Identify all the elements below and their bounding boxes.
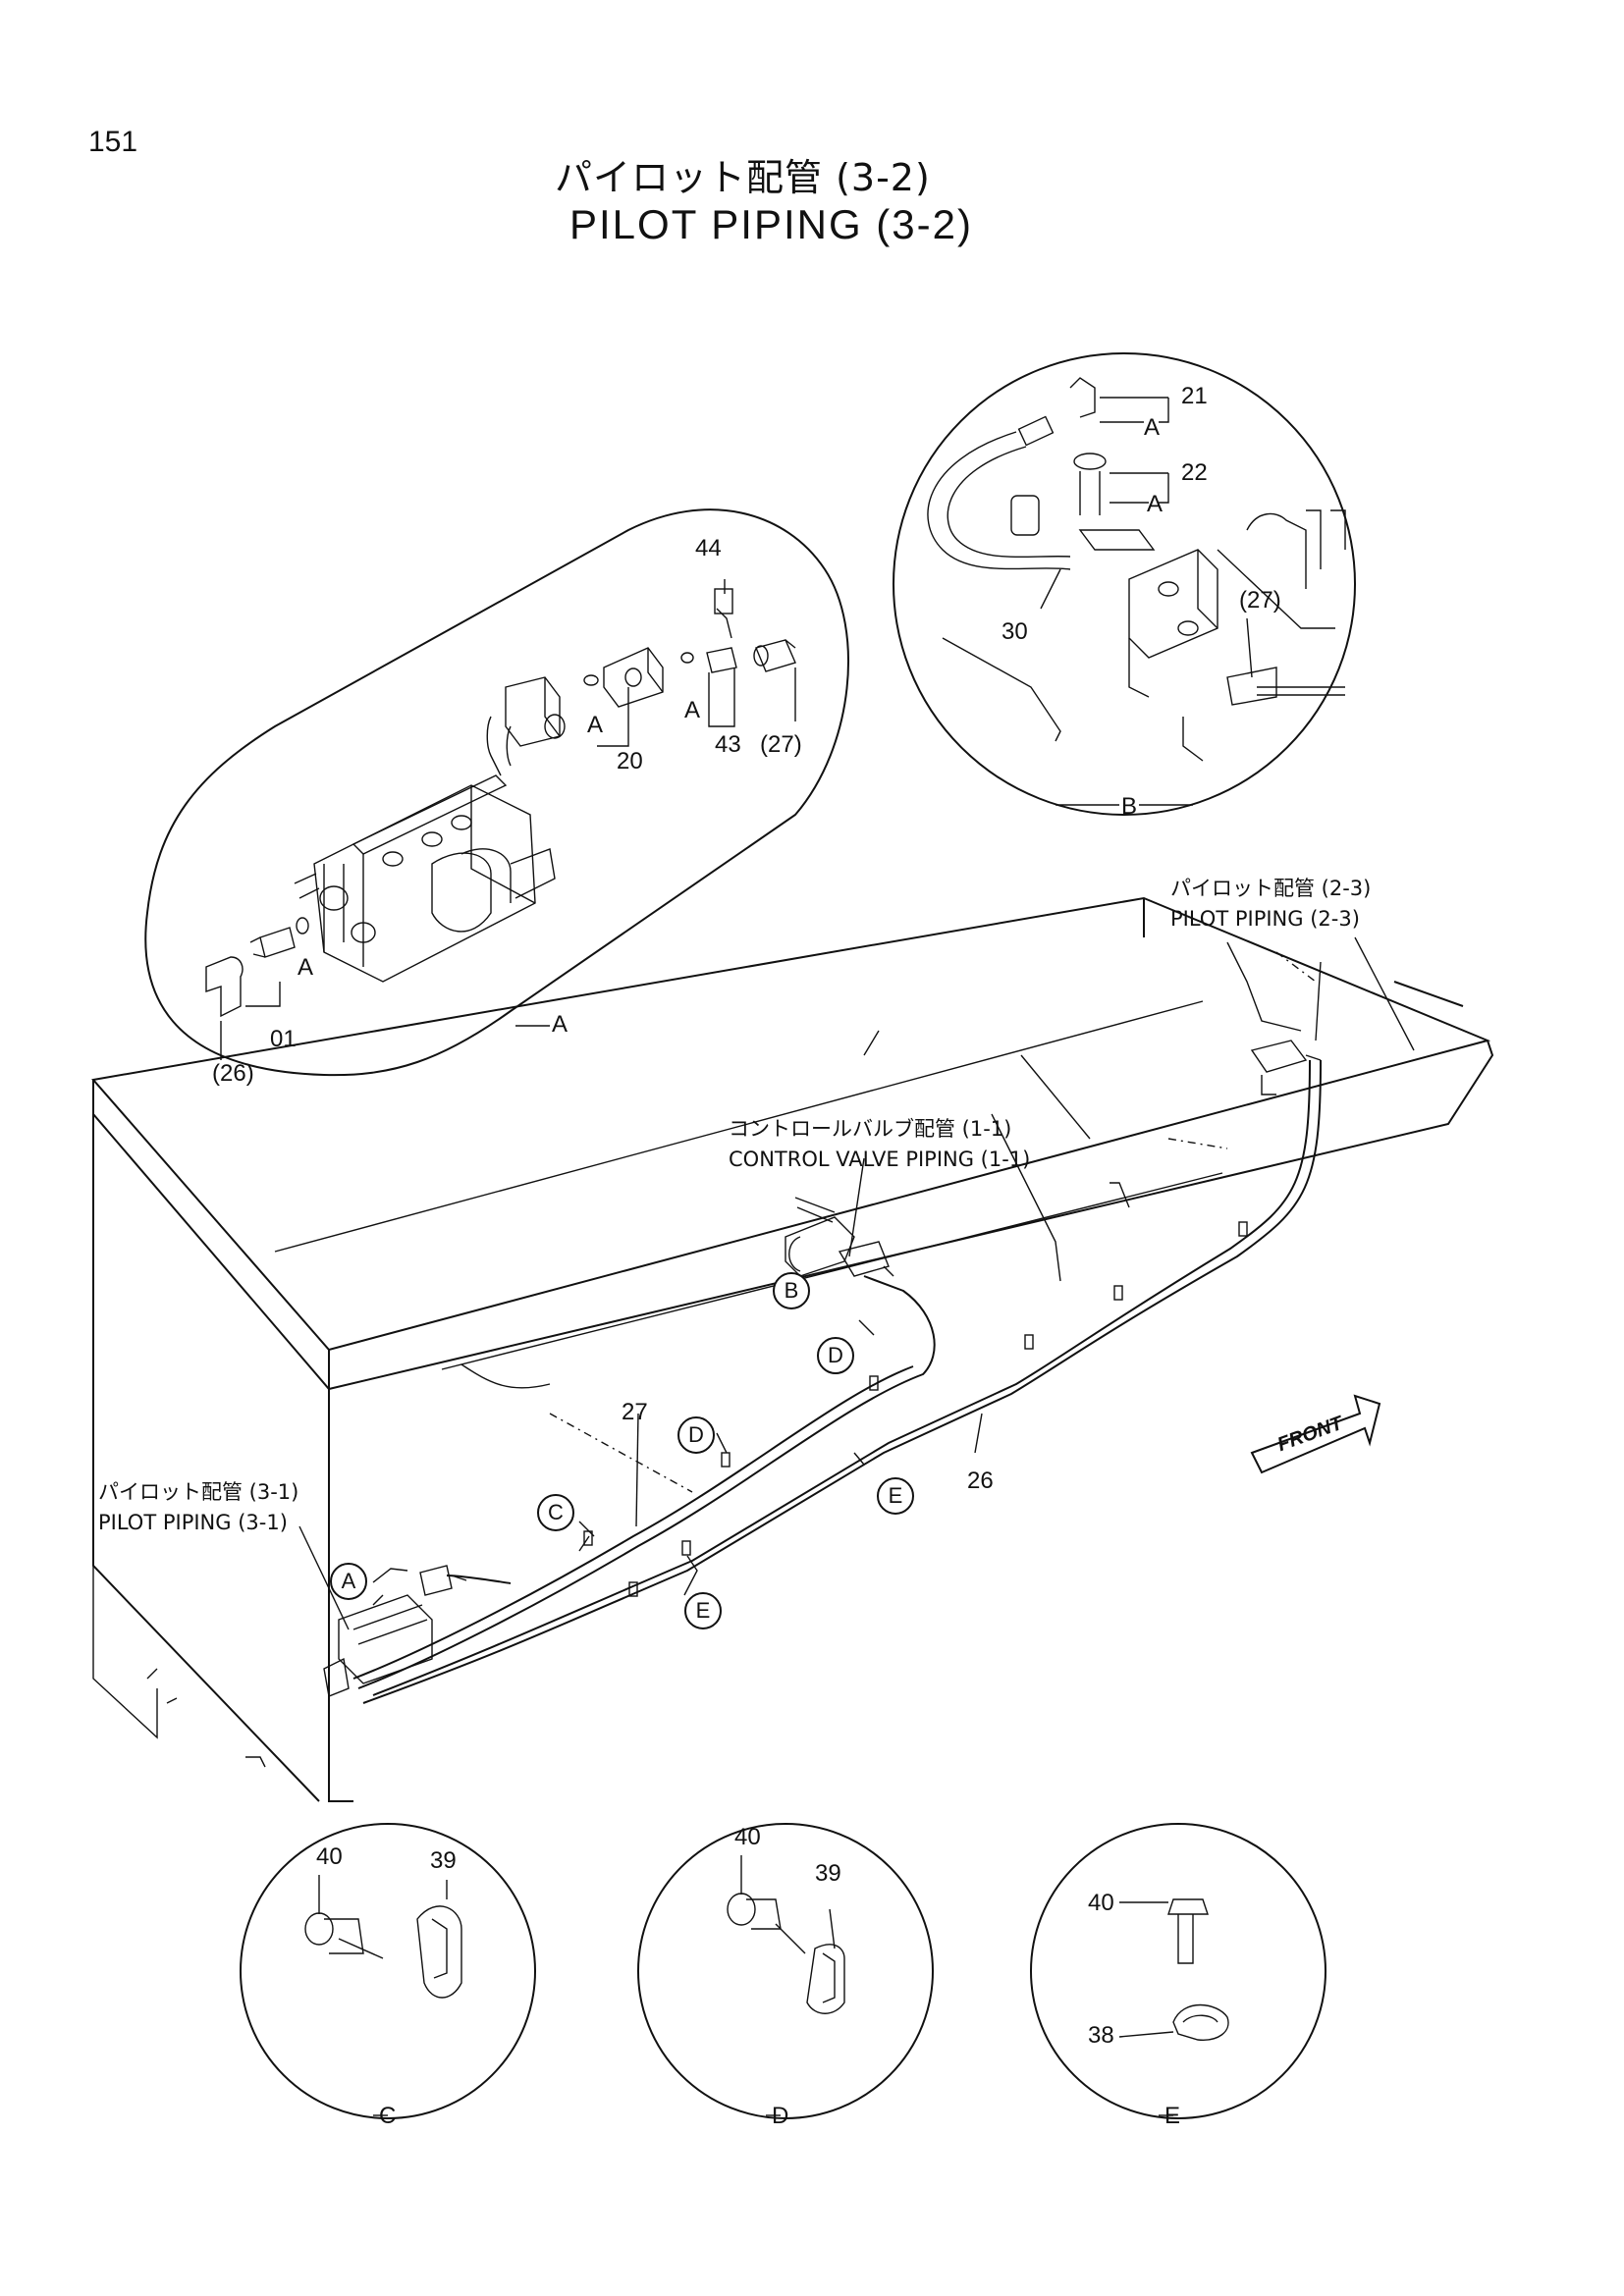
ref-pilot-3-1-jp: パイロット配管 (3-1) (98, 1480, 299, 1504)
callout-d-2: D (677, 1416, 715, 1454)
detail-d-part-40: 40 (734, 1824, 761, 1850)
pilot-piping-27 (352, 1275, 936, 1689)
pilot-piping-26 (362, 1059, 1322, 1704)
callout-b: B (773, 1272, 810, 1309)
ref-pilot-3-1-en: PILOT PIPING (3-1) (98, 1511, 288, 1534)
detail-c-parts (304, 1875, 462, 2116)
ref-pilot-2-3-jp: パイロット配管 (2-3) (1170, 877, 1372, 900)
seal-mark-a2: A (684, 697, 701, 723)
detail-a-label: A (552, 1011, 568, 1038)
front-arrow (1250, 1394, 1381, 1474)
detail-c-part-40: 40 (316, 1843, 343, 1870)
part-27: 27 (622, 1399, 648, 1425)
detail-a-leaders (220, 579, 796, 1060)
detail-b-label: B (1121, 793, 1138, 820)
title-japanese: パイロット配管 (3-2) (555, 156, 931, 199)
part-01: 01 (270, 1026, 297, 1052)
frame-inner (92, 936, 1415, 1768)
main-leaders (298, 961, 1322, 1630)
part-22: 22 (1181, 459, 1208, 486)
part-27-ref-a: (27) (760, 731, 802, 758)
callout-e-1: E (877, 1477, 914, 1515)
ref-control-valve-en: CONTROL VALVE PIPING (1-1) (729, 1148, 1031, 1171)
page-number: 151 (88, 126, 138, 158)
detail-b-leaders (1040, 397, 1253, 806)
lower-fittings (205, 917, 309, 1018)
callout-a: A (330, 1563, 367, 1600)
seal-mark-b2: A (1147, 491, 1164, 517)
ref-pilot-3-1: パイロット配管 (3-1) PILOT PIPING (3-1) (98, 1477, 298, 1538)
detail-c-label: C (379, 2103, 397, 2129)
ref-pilot-2-3: パイロット配管 (2-3) PILOT PIPING (2-3) (1170, 874, 1371, 934)
clamps-main (583, 1221, 1248, 1597)
upper-fittings (486, 588, 796, 776)
part-20: 20 (617, 748, 643, 774)
dashed-references (549, 951, 1317, 1493)
detail-e-part-38: 38 (1088, 2022, 1114, 2049)
detail-e-parts (1118, 1898, 1229, 2116)
detail-e-part-40: 40 (1088, 1890, 1114, 1916)
seal-mark-a1: A (587, 712, 604, 738)
detail-d-parts (727, 1855, 845, 2116)
detail-d-label: D (772, 2103, 789, 2129)
control-valve-main (323, 1565, 467, 1697)
ref-control-valve: コントロールバルブ配管 (1-1) CONTROL VALVE PIPING (… (729, 1114, 1030, 1175)
ref-control-valve-jp: コントロールバルブ配管 (1-1) (729, 1117, 1012, 1141)
detail-d-part-39: 39 (815, 1860, 841, 1887)
valve-b-main (785, 1197, 894, 1277)
part-30: 30 (1001, 618, 1028, 645)
control-valve-body (294, 774, 556, 983)
callout-e-2: E (684, 1592, 722, 1629)
detail-e-outline (1030, 1823, 1326, 2119)
seal-mark-a3: A (298, 954, 314, 981)
detail-b-parts (927, 377, 1346, 762)
detail-b-outline (893, 352, 1356, 816)
callout-d-1: D (817, 1337, 854, 1374)
part-44: 44 (695, 535, 722, 561)
part-21: 21 (1181, 383, 1208, 409)
ref-pilot-2-3-en: PILOT PIPING (2-3) (1170, 907, 1360, 931)
part-26: 26 (967, 1468, 994, 1494)
main-frame (91, 896, 1494, 1802)
part-43: 43 (715, 731, 741, 758)
part-26-ref: (26) (212, 1060, 254, 1087)
seal-mark-b1: A (1144, 414, 1161, 441)
detail-c-outline (240, 1823, 536, 2119)
callout-c: C (537, 1494, 574, 1531)
valve-upper-right (1250, 1040, 1322, 1095)
title-english: PILOT PIPING (3-2) (569, 201, 973, 247)
detail-c-part-39: 39 (430, 1847, 457, 1874)
detail-e-label: E (1164, 2103, 1181, 2129)
part-27-ref-b: (27) (1239, 587, 1281, 614)
detail-a-outline (144, 508, 849, 1077)
detail-d-outline (637, 1823, 934, 2119)
